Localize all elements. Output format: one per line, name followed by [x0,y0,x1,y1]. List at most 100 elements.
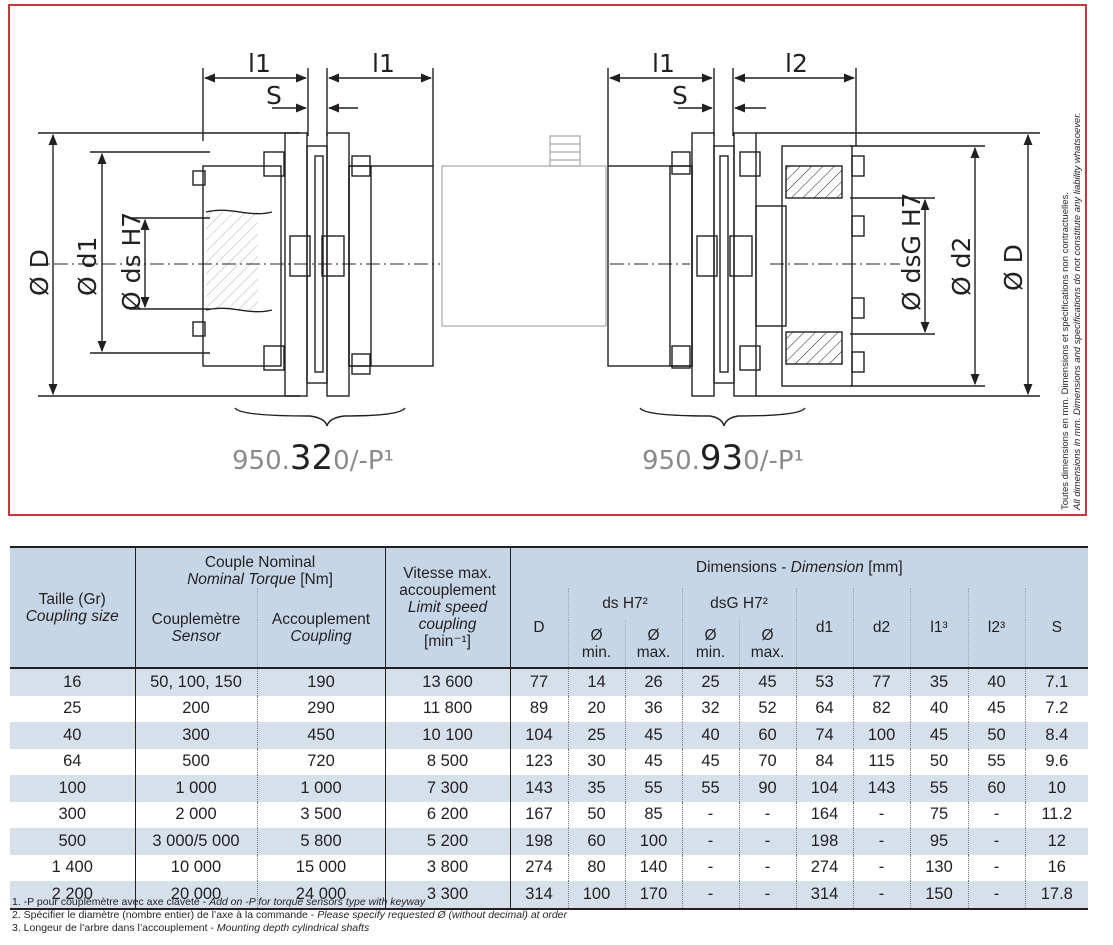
table-cell: 45 [910,722,969,749]
table-cell: 10 [1025,775,1089,802]
table-cell: 198 [796,828,854,855]
table-cell: 60 [568,828,626,855]
footnotes: 1. -P pour couplemètre avec axe claveté … [12,896,1092,935]
table-cell: 190 [257,667,386,696]
table-cell: 80 [568,854,626,881]
table-cell: 115 [853,748,911,775]
left-ds-label: Ø ds H7 [117,212,146,311]
table-cell: 130 [910,854,969,881]
table-cell: 25 [10,695,136,722]
table-cell: 25 [568,722,626,749]
table-cell: 3 000/5 000 [135,828,258,855]
table-cell: 164 [796,801,854,828]
table-cell: 200 [135,695,258,722]
table-cell: 77 [510,667,569,696]
right-coupling [607,68,1040,427]
table-cell: 85 [625,801,683,828]
header-l2: l2³ [968,588,1026,668]
table-cell: 40 [968,667,1026,696]
left-d1-label: Ø d1 [73,237,102,296]
table-cell: - [968,801,1026,828]
table-cell: 15 000 [257,854,386,881]
table-cell: 198 [510,828,569,855]
table-cell: 89 [510,695,569,722]
header-d2: d2 [853,588,911,668]
table-cell: 20 [568,695,626,722]
table-cell: 40 [682,722,740,749]
table-cell: - [739,881,797,910]
table-cell: 84 [796,748,854,775]
table-cell: - [739,801,797,828]
right-l2-label: l2 [785,49,808,78]
table-cell: 450 [257,722,386,749]
left-s-label: S [266,81,282,110]
table-cell: 300 [10,801,136,828]
table-cell: 40 [10,722,136,749]
technical-drawing: l1 l1 S Ø D Ø d1 Ø ds H7 l1 l2 S Ø dsG H… [8,4,1087,516]
table-cell: 8 500 [385,748,511,775]
table-cell: 104 [510,722,569,749]
table-cell: 6 200 [385,801,511,828]
left-l1-label-b: l1 [372,49,395,78]
table-cell: 3 500 [257,801,386,828]
table-cell: 3 300 [385,881,511,910]
table-cell: 150 [910,881,969,910]
table-cell: 55 [625,775,683,802]
table-cell: 50 [568,801,626,828]
table-cell: 45 [739,667,797,696]
table-cell: 24 000 [257,881,386,910]
table-cell: - [682,854,740,881]
table-cell: 123 [510,748,569,775]
header-sensor: Couplemètre Sensor [135,588,258,668]
header-l1: l1³ [910,588,969,668]
table-cell: 77 [853,667,911,696]
disclaimer-fr: Toutes dimensions en mm. Dimensions et s… [1060,192,1071,510]
table-cell: 53 [796,667,854,696]
table-cell: 32 [682,695,740,722]
table-cell: 5 200 [385,828,511,855]
table-cell: 1 400 [10,854,136,881]
table-cell: 26 [625,667,683,696]
header-torque: Couple Nominal Nominal Torque [Nm] [135,546,386,588]
table-cell: 10 100 [385,722,511,749]
table-cell: 500 [135,748,258,775]
table-cell: 95 [910,828,969,855]
footnote-1: 1. -P pour couplemètre avec axe claveté … [12,896,426,908]
left-reference: 950.320/-P¹ [232,438,394,478]
header-speed: Vitesse max. accouplement Limit speed co… [385,546,511,668]
table-cell: 290 [257,695,386,722]
table-cell: 60 [968,775,1026,802]
header-size: Taille (Gr) Coupling size [10,546,136,668]
table-cell: - [682,801,740,828]
table-cell: 25 [682,667,740,696]
table-cell: 70 [739,748,797,775]
table-cell: 2 200 [10,881,136,910]
header-ds: ds H7² [568,588,683,620]
table-cell: 9.6 [1025,748,1089,775]
table-cell: - [853,881,911,910]
table-cell: - [739,854,797,881]
table-cell: 20 000 [135,881,258,910]
table-cell: 100 [568,881,626,910]
table-cell: 75 [910,801,969,828]
table-cell: 7.2 [1025,695,1089,722]
table-cell: 140 [625,854,683,881]
table-cell: 52 [739,695,797,722]
table-cell: 314 [510,881,569,910]
table-cell: 143 [853,775,911,802]
table-cell: 35 [910,667,969,696]
table-cell: 45 [682,748,740,775]
table-cell: 8.4 [1025,722,1089,749]
table-cell: 104 [796,775,854,802]
table-cell: - [968,881,1026,910]
disclaimer-en: All dimensions in mm. Dimensions and spe… [1072,112,1083,510]
coupling-spec-table: Taille (Gr) Coupling size Couple Nominal… [10,546,1089,910]
table-cell: 3 800 [385,854,511,881]
left-D-label: Ø D [25,249,54,296]
